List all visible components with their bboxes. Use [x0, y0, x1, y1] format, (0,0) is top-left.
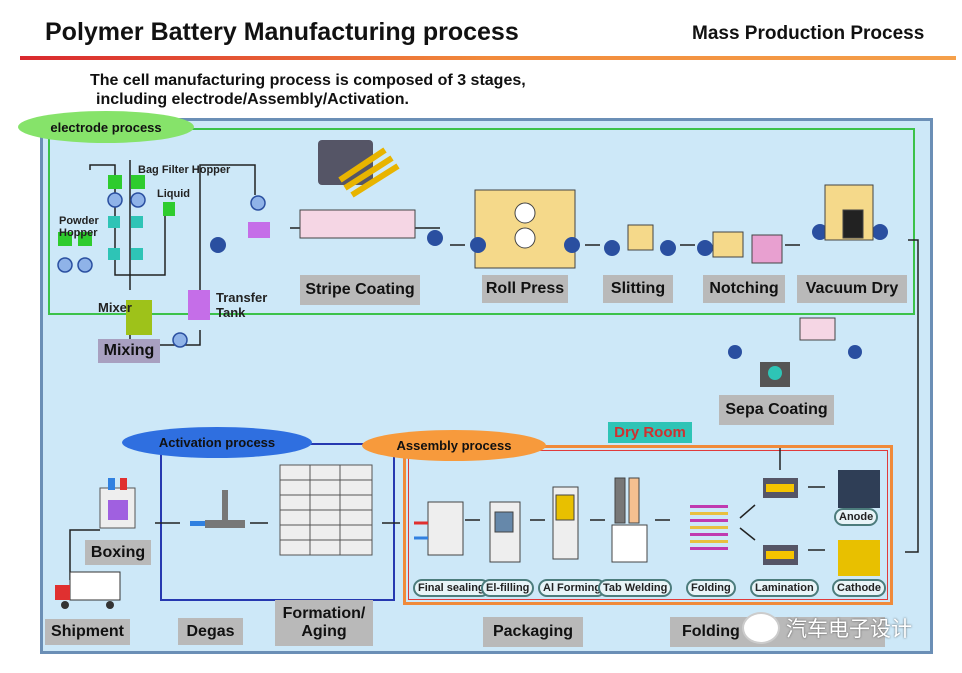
hopper-label: Hopper — [59, 227, 98, 239]
page-title: Polymer Battery Manufacturing process — [45, 18, 519, 46]
pill-anode: Anode — [834, 508, 879, 526]
dry-room-label: Dry Room — [608, 422, 692, 443]
intro-line-2: including electrode/Assembly/Activation. — [96, 91, 409, 108]
hopper-icons — [58, 175, 175, 246]
degas-icon — [190, 490, 245, 528]
step-boxing: Boxing — [85, 540, 151, 565]
step-mixing: Mixing — [98, 339, 160, 363]
formation-rack-icon — [279, 464, 373, 556]
tab-welding-icon — [611, 477, 648, 563]
chat-logo-icon — [742, 612, 780, 644]
pill-tab-welding: Tab Welding — [598, 579, 673, 597]
coater-head-icon — [248, 222, 270, 238]
slitter-icon — [627, 224, 654, 251]
assembly-process-label: Assembly process — [362, 430, 546, 461]
roll-press-icon — [474, 189, 576, 269]
title-divider — [20, 56, 956, 60]
step-slitting: Slitting — [603, 275, 673, 303]
pill-el-filling: El-filling — [481, 579, 535, 597]
step-sepa-coating: Sepa Coating — [719, 395, 834, 425]
al-forming-icon — [552, 486, 579, 560]
pill-cathode: Cathode — [832, 579, 886, 597]
el-filling-icon — [489, 501, 521, 563]
lamination-icons — [763, 478, 798, 565]
assembly-frame — [403, 445, 893, 605]
pill-folding: Folding — [686, 579, 736, 597]
unwind-roll-icons — [210, 224, 888, 359]
activation-process-label: Activation process — [122, 427, 312, 458]
electrode-frame — [48, 128, 915, 315]
transfer-label: Transfer — [216, 290, 268, 305]
mixer-icon — [126, 300, 152, 335]
watermark-text: 汽车电子设计 — [786, 618, 912, 641]
step-stripe-coating: Stripe Coating — [300, 275, 420, 305]
anode-icon — [838, 470, 880, 508]
notching-icon — [712, 231, 783, 264]
step-roll-press: Roll Press — [482, 275, 568, 303]
final-sealing-icon — [414, 501, 464, 556]
pill-final-sealing: Final sealing — [413, 579, 490, 597]
mixer-label: Mixer — [98, 300, 132, 315]
vacuum-dryer-icon — [824, 184, 874, 241]
box-icon — [99, 478, 136, 529]
mixer-tanks — [108, 216, 143, 260]
step-packaging: Packaging — [483, 617, 583, 647]
step-shipment: Shipment — [45, 619, 130, 645]
transfer-tank-icon — [188, 290, 210, 320]
step-vacuum-dry: Vacuum Dry — [797, 275, 907, 303]
watermark: 汽车电子设计 — [742, 612, 912, 644]
step-degas: Degas — [178, 618, 243, 645]
bag-filter-label: Bag Filter Hopper — [138, 164, 231, 176]
step-formation-aging: Formation/ Aging — [275, 600, 373, 646]
electrode-process-label: electrode process — [18, 111, 194, 143]
tank-label: Tank — [216, 305, 246, 320]
coating-roll-icon — [318, 140, 400, 198]
intro-line-1: The cell manufacturing process is compos… — [90, 72, 526, 89]
cathode-icon — [838, 540, 880, 576]
step-notching: Notching — [703, 275, 785, 303]
section-title: Mass Production Process — [692, 23, 925, 44]
truck-icon — [55, 571, 121, 609]
pill-lamination: Lamination — [750, 579, 819, 597]
powder-label: Powder — [59, 215, 99, 227]
sepa-coater-icon — [760, 317, 836, 387]
liquid-label: Liquid — [157, 188, 190, 200]
dryer-oven-icon — [299, 209, 416, 239]
pill-al-forming: Al Forming — [538, 579, 607, 597]
motor-icons — [57, 192, 501, 348]
folded-stack-icon — [690, 505, 728, 550]
